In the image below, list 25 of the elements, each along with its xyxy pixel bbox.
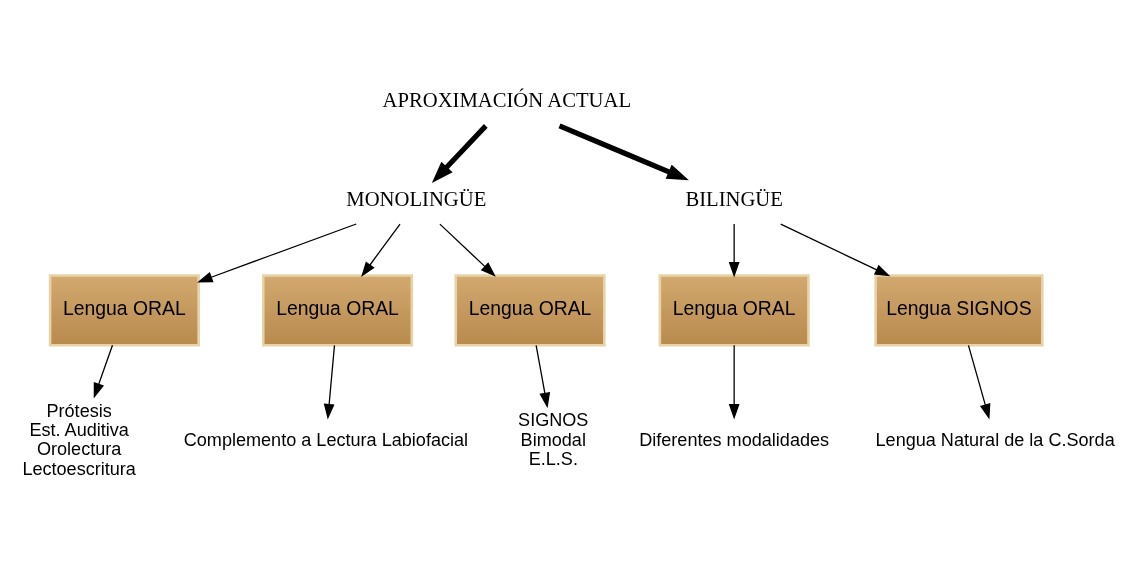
arrow	[728, 223, 740, 278]
node-text: MONOLINGÜE	[346, 187, 487, 210]
node-text: BILINGÜE	[685, 187, 783, 210]
node-text: Prótesis Est. Auditiva Orolectura Lectoescritura	[22, 400, 136, 479]
node-text: Lengua Natural de la C.Sorda	[875, 429, 1115, 450]
node-text: Diferentes modalidades	[639, 429, 830, 450]
node-text: APROXIMACIÓN ACTUAL	[382, 89, 632, 112]
node-box: Lengua ORAL	[261, 274, 414, 347]
node-text: SIGNOS Bimodal E.L.S.	[518, 410, 589, 470]
arrow	[439, 223, 496, 277]
arrow	[197, 223, 357, 283]
node-box: Lengua ORAL	[48, 274, 200, 347]
arrow	[728, 344, 740, 420]
arrow	[967, 344, 991, 420]
arrow	[323, 344, 336, 420]
arrow	[780, 223, 891, 277]
node-box: Lengua ORAL	[658, 274, 810, 347]
node-box: Lengua ORAL	[454, 274, 606, 347]
arrow	[431, 124, 488, 183]
arrow	[535, 344, 551, 409]
arrow	[361, 223, 401, 278]
node-text: Complemento a Lectura Labiofacial	[183, 429, 469, 450]
arrow	[93, 344, 114, 399]
arrow	[558, 123, 689, 181]
node-box: Lengua SIGNOS	[874, 274, 1044, 347]
